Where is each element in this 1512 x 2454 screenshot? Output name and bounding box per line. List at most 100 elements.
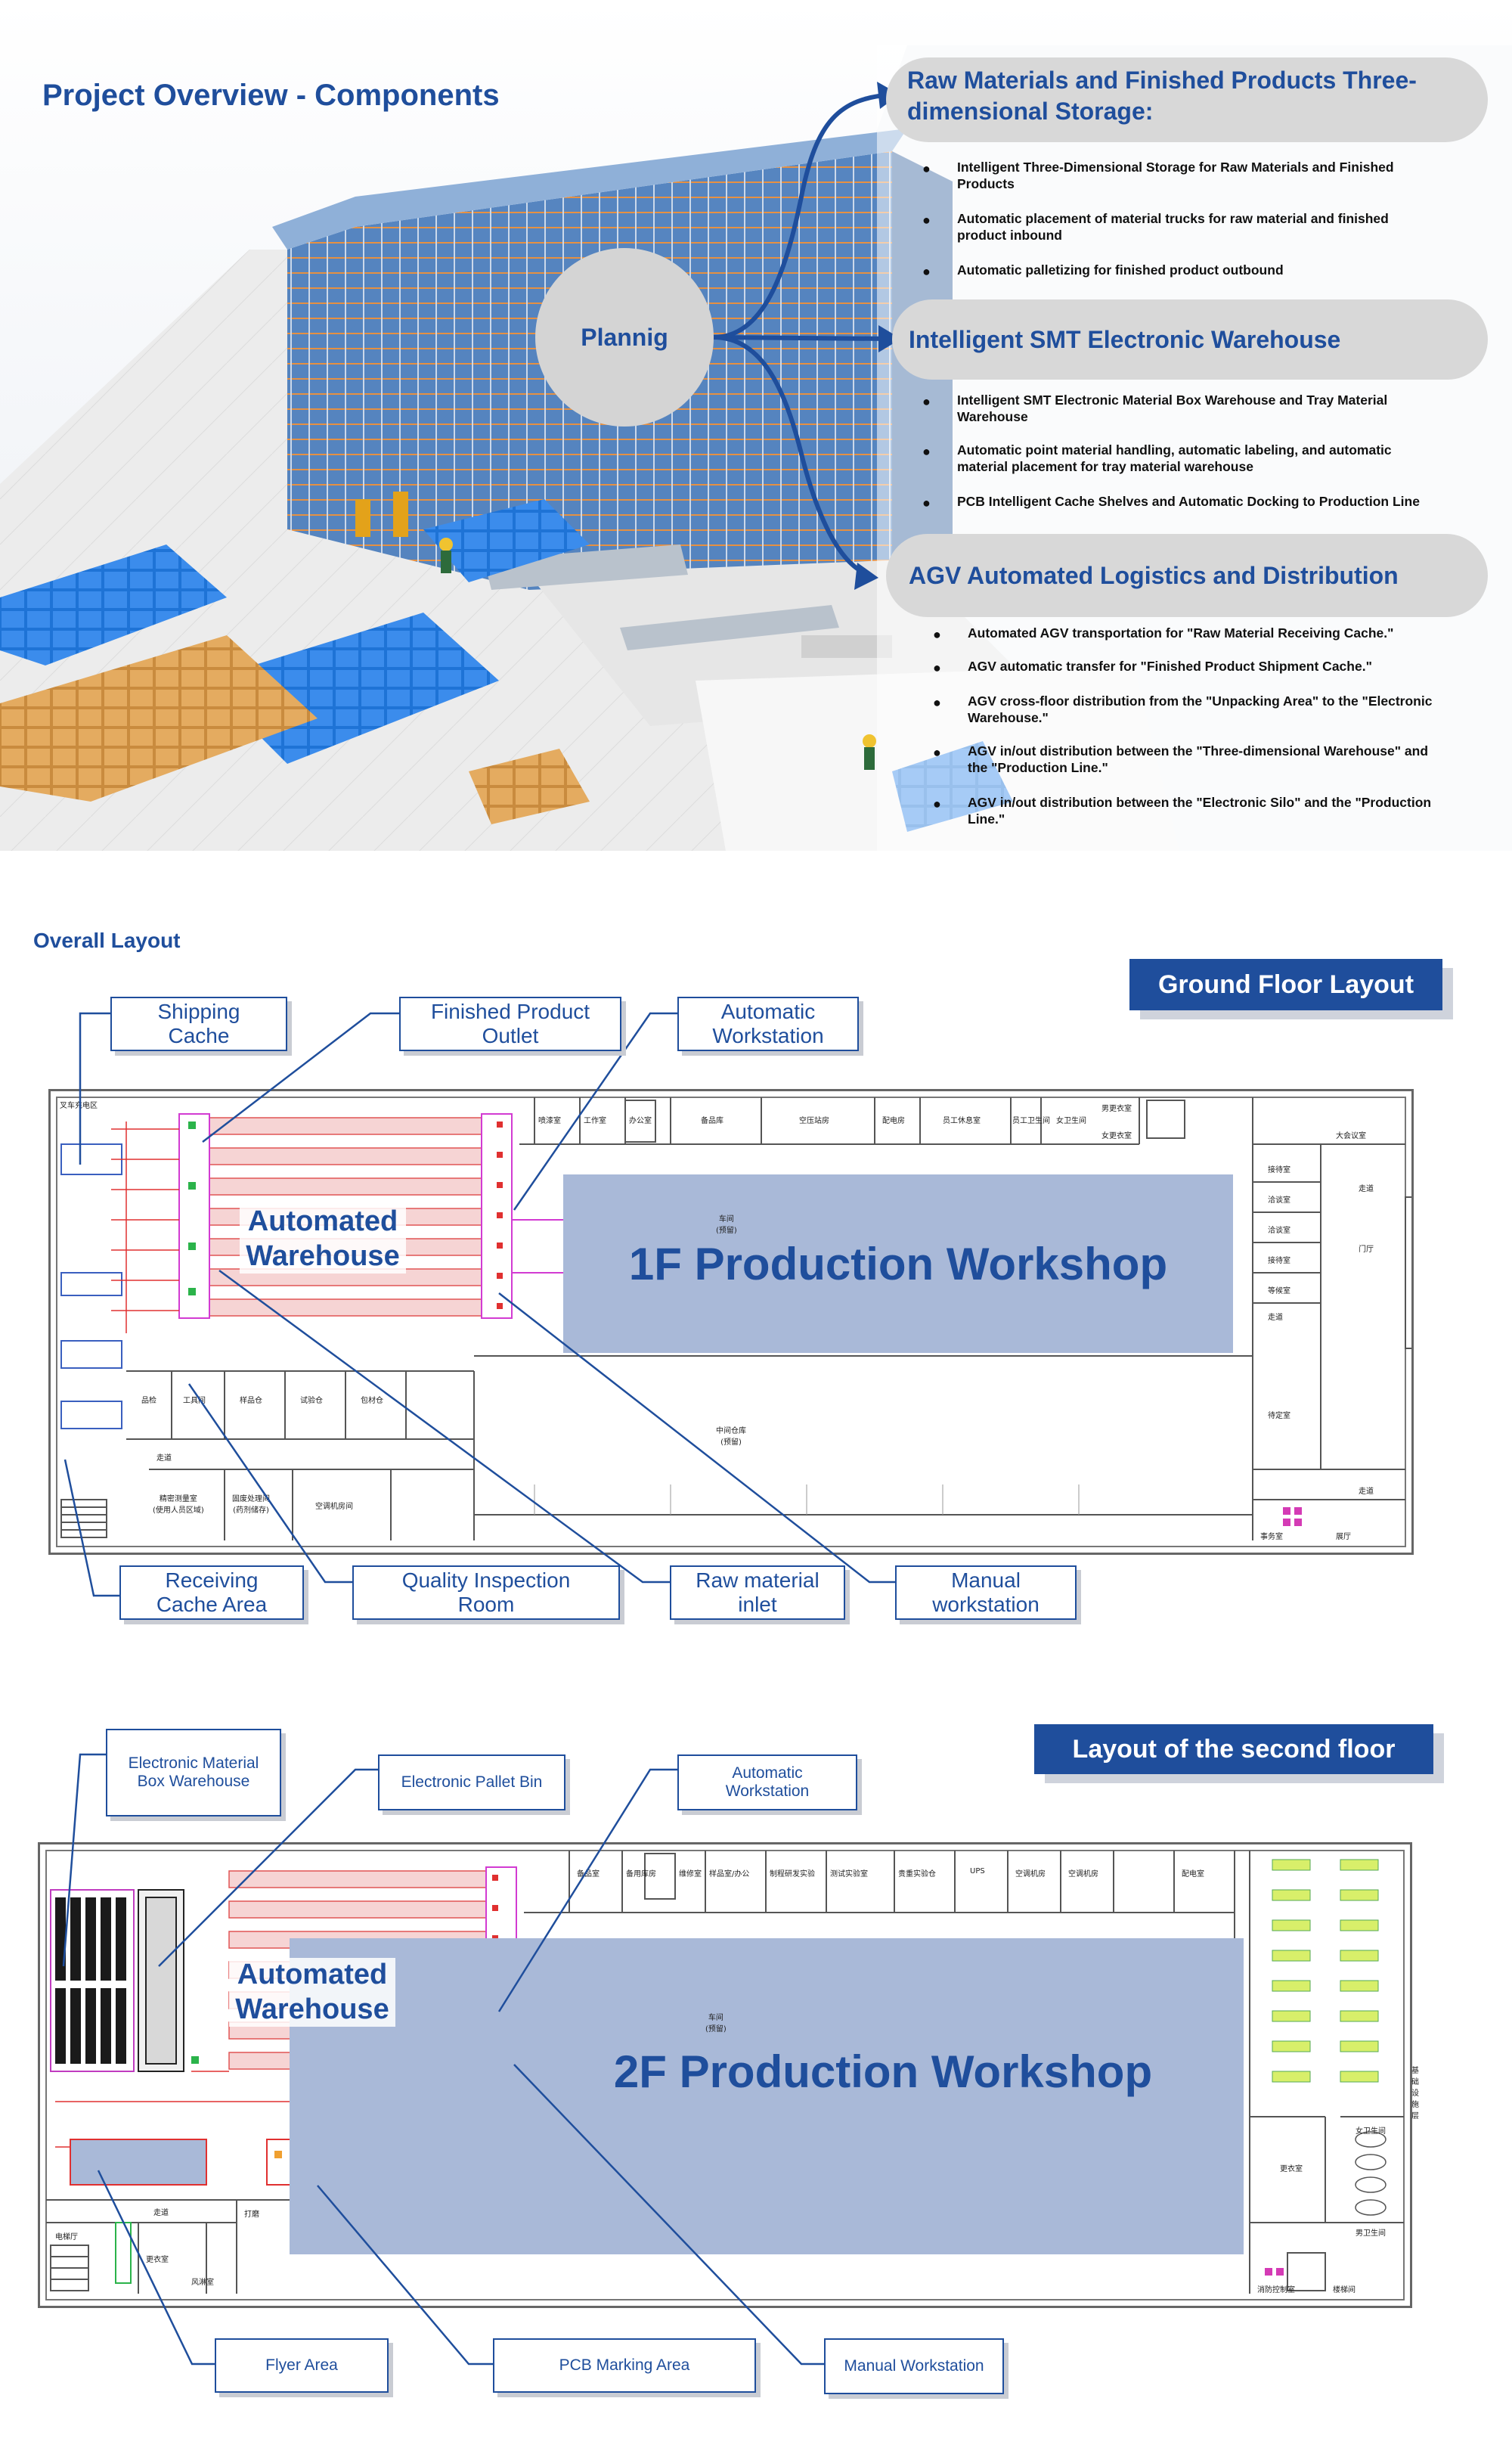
callout-automatic-workstation-2f: Automatic Workstation: [677, 1754, 857, 1810]
second-floor-banner: Layout of the second floor: [1034, 1724, 1433, 1774]
room-label: 男卫生间: [1356, 2229, 1386, 2238]
room-label: 更衣室: [146, 2256, 169, 2264]
callout-manual-workstation-2f: Manual Workstation: [824, 2338, 1004, 2394]
room-label: 大会议室: [1336, 1132, 1366, 1140]
room-label: 女卫生间: [1056, 1117, 1086, 1125]
room-label: 展厅: [1336, 1533, 1351, 1541]
section-heading-agv: AGV Automated Logistics and Distribution: [886, 534, 1488, 617]
bullet-text: AGV in/out distribution between the "Ele…: [968, 795, 1432, 827]
room-label: 等候室: [1268, 1287, 1290, 1295]
callout-receiving-cache-area: Receiving Cache Area: [119, 1565, 304, 1620]
room-label: 走道: [1359, 1488, 1374, 1496]
room-label: 走道: [1359, 1185, 1374, 1193]
callout-finished-product-outlet: Finished Product Outlet: [399, 997, 621, 1051]
overview-hero: Project Overview - Components Plannig Ra…: [0, 0, 1512, 851]
overall-layout-title: Overall Layout: [33, 929, 181, 952]
room-label: 包材仓: [361, 1397, 383, 1405]
bullet-item: ●Automatic palletizing for finished prod…: [922, 262, 1441, 279]
callout-raw-material-inlet: Raw material inlet: [670, 1565, 845, 1620]
room-label: 样品室/办公: [709, 1870, 750, 1879]
room-label: 备品库: [701, 1117, 723, 1125]
callout-quality-inspection-room: Quality Inspection Room: [352, 1565, 620, 1620]
room-label: 工具间: [183, 1397, 206, 1405]
production-workshop-2f: 2F Production Workshop: [524, 1981, 1242, 2162]
bullet-item: ● Automatic placement of material trucks …: [922, 210, 1441, 244]
room-label: 员工休息室: [943, 1117, 981, 1125]
room-label: 空调机房: [1068, 1870, 1098, 1879]
section-heading-smt: Intelligent SMT Electronic Warehouse: [892, 299, 1488, 380]
room-label: 员工卫生间: [1012, 1117, 1050, 1125]
workshop-sub-label: 车间 (预留): [705, 2014, 727, 2034]
room-label: 男更衣室: [1101, 1105, 1132, 1113]
ground-floor-plan: 1F Production Workshop 车间 (预留) Automated…: [48, 1089, 1414, 1555]
room-label: 女卫生间: [1356, 2127, 1386, 2136]
room-label: 配电室: [1182, 1870, 1204, 1879]
room-label: 固废处理间 (药剂储存): [232, 1495, 270, 1515]
room-label: 风淋室: [191, 2279, 214, 2287]
room-label: 走道: [156, 1454, 172, 1463]
bullet-dot-icon: ●: [922, 161, 931, 176]
room-label: 消防控制室: [1257, 2286, 1295, 2294]
room-label: 走道: [153, 2209, 169, 2217]
bullet-dot-icon: ●: [933, 745, 941, 760]
room-label: 更衣室: [1280, 2165, 1303, 2173]
bullet-dot-icon: ●: [933, 796, 941, 811]
planning-label: Plannig: [581, 323, 668, 351]
room-label: 品检: [141, 1397, 156, 1405]
production-workshop-2f-label: 2F Production Workshop: [613, 2046, 1153, 2097]
room-label: 洽谈室: [1268, 1227, 1290, 1235]
bullet-text: Intelligent SMT Electronic Material Box …: [957, 392, 1388, 424]
bullet-item: ● Intelligent Three-Dimensional Storage f…: [922, 159, 1441, 192]
workshop-sub-label: 车间 (预留): [716, 1215, 737, 1235]
bullet-dot-icon: ●: [922, 213, 931, 228]
room-label: 打磨: [244, 2210, 259, 2219]
bullet-text: Intelligent Three-Dimensional Storage fo…: [957, 160, 1394, 191]
section-heading-storage-line1: Raw Materials and Finished Products Thre…: [907, 67, 1417, 94]
room-label: 试验仓: [300, 1397, 323, 1405]
bullet-dot-icon: ●: [922, 394, 931, 409]
room-label: 空调机房间: [315, 1503, 353, 1511]
room-label: 楼梯间: [1333, 2286, 1356, 2294]
room-label: 女更衣室: [1101, 1132, 1132, 1140]
room-label: 样品仓: [240, 1397, 262, 1405]
bullet-dot-icon: ●: [933, 627, 941, 642]
bullet-item: ● Intelligent SMT Electronic Material Box…: [922, 392, 1441, 425]
ground-floor-banner: Ground Floor Layout: [1129, 959, 1442, 1010]
room-label: 待定室: [1268, 1412, 1290, 1420]
bullet-text: AGV cross-floor distribution from the "U…: [968, 693, 1433, 725]
section-heading-storage: Raw Materials and Finished Products Thre…: [886, 57, 1488, 142]
bullet-item: ● AGV in/out distribution between the "El…: [933, 794, 1452, 827]
section-heading-storage-line2: dimensional Storage:: [907, 98, 1154, 125]
room-label: 工作室: [584, 1117, 606, 1125]
room-label: 备用库房: [626, 1870, 656, 1879]
room-label: 配电房: [882, 1117, 905, 1125]
bullet-text: PCB Intelligent Cache Shelves and Automa…: [957, 494, 1420, 509]
production-workshop-1f-label: 1F Production Workshop: [628, 1238, 1168, 1289]
room-label: 精密测量室 (使用人员区域): [153, 1495, 204, 1515]
bullet-text: Automatic placement of material trucks f…: [957, 211, 1389, 243]
room-label: 接待室: [1268, 1257, 1290, 1265]
room-label: 空调机房: [1015, 1870, 1046, 1879]
callout-pcb-marking-area: PCB Marking Area: [493, 2338, 756, 2393]
room-label: 备品室: [577, 1870, 600, 1879]
receiving-cache-racks: [60, 1143, 122, 1429]
bullet-text: AGV in/out distribution between the "Thr…: [968, 743, 1429, 775]
room-label: 测试实验室: [830, 1870, 868, 1879]
automated-warehouse-2f-label: Automated Warehouse: [229, 1958, 395, 2027]
room-label: 走道: [1268, 1314, 1283, 1322]
bullet-dot-icon: ●: [922, 444, 931, 459]
bullet-item: ●Automated AGV transportation for "Raw M…: [933, 625, 1452, 642]
page-title: Project Overview - Components: [42, 79, 500, 112]
production-workshop-1f: 1F Production Workshop: [563, 1174, 1233, 1353]
room-label: 基础设施层: [1411, 2067, 1419, 2120]
room-label: 事务室: [1260, 1533, 1283, 1541]
callout-automatic-workstation: Automatic Workstation: [677, 997, 859, 1051]
callout-electronic-material-box-warehouse: Electronic Material Box Warehouse: [106, 1729, 281, 1816]
room-label: 办公室: [629, 1117, 652, 1125]
room-label: 贵重实验仓: [898, 1870, 936, 1879]
bullet-dot-icon: ●: [933, 660, 941, 675]
room-label: 中间仓库 (预留): [716, 1427, 746, 1447]
bullet-text: Automatic palletizing for finished produ…: [957, 262, 1284, 278]
room-label: 维修室: [679, 1870, 702, 1879]
callout-shipping-cache: Shipping Cache: [110, 997, 287, 1051]
